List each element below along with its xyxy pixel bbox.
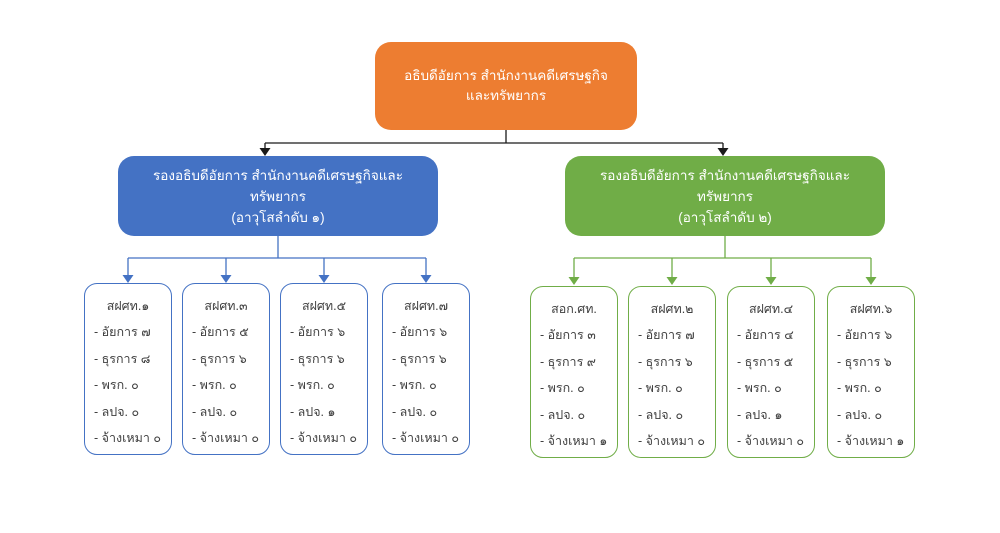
root-node: อธิบดีอัยการ สำนักงานคดีเศรษฐกิจและทรัพย… xyxy=(375,42,637,130)
staff-line: - จ้างเหมา ๐ xyxy=(392,431,459,445)
root-node-title: อธิบดีอัยการ สำนักงานคดีเศรษฐกิจและทรัพย… xyxy=(404,68,608,103)
child-node: สอก.ศท. - อัยการ ๓ - ธุรการ ๙ - พรก. ๐ -… xyxy=(530,286,618,458)
staff-line: - พรก. ๐ xyxy=(638,381,683,395)
staff-line: - ลปจ. ๐ xyxy=(638,407,684,422)
staff-line: - อัยการ ๖ xyxy=(837,328,893,342)
staff-line: - จ้างเหมา ๐ xyxy=(192,431,259,445)
branch-node-green: รองอธิบดีอัยการ สำนักงานคดีเศรษฐกิจและทร… xyxy=(565,156,885,236)
child-node: สฝศท.๖ - อัยการ ๖ - ธุรการ ๖ - พรก. ๐ - … xyxy=(827,286,915,458)
staff-line: - ธุรการ ๖ xyxy=(192,351,247,366)
child-node-title: สอก.ศท. xyxy=(551,302,597,316)
staff-line: - อัยการ ๖ xyxy=(392,325,448,339)
root-connector xyxy=(264,130,724,149)
staff-line: - พรก. ๐ xyxy=(392,378,437,392)
staff-line: - อัยการ ๗ xyxy=(94,325,151,339)
child-node: สฝศท.๕ - อัยการ ๖ - ธุรการ ๖ - พรก. ๐ - … xyxy=(280,283,368,455)
staff-line: - อัยการ ๔ xyxy=(737,328,794,342)
staff-line: - จ้างเหมา ๐ xyxy=(737,434,804,448)
staff-line: - ลปจ. ๐ xyxy=(94,404,140,419)
staff-line: - พรก. ๐ xyxy=(737,381,782,395)
branch-blue-title: รองอธิบดีอัยการ สำนักงานคดีเศรษฐกิจและทร… xyxy=(153,167,403,204)
staff-line: - ธุรการ ๖ xyxy=(837,354,892,369)
staff-line: - อัยการ ๓ xyxy=(540,328,596,342)
child-node: สฝศท.๒ - อัยการ ๗ - ธุรการ ๖ - พรก. ๐ - … xyxy=(628,286,716,458)
child-node-title: สฝศท.๑ xyxy=(106,299,150,313)
staff-line: - ธุรการ ๖ xyxy=(638,354,693,369)
staff-line: - พรก. ๐ xyxy=(837,381,882,395)
staff-line: - ลปจ. ๐ xyxy=(837,407,883,422)
staff-line: - จ้างเหมา ๑ xyxy=(540,434,608,448)
staff-line: - ลปจ. ๑ xyxy=(290,404,336,419)
branch-blue-subtitle: (อาวุโสลำดับ ๑) xyxy=(231,209,325,225)
branch-green-title: รองอธิบดีอัยการ สำนักงานคดีเศรษฐกิจและทร… xyxy=(600,167,850,204)
staff-line: - จ้างเหมา ๐ xyxy=(94,431,161,445)
staff-line: - ลปจ. ๐ xyxy=(540,407,586,422)
staff-line: - อัยการ ๕ xyxy=(192,325,249,339)
staff-line: - พรก. ๐ xyxy=(192,378,237,392)
staff-line: - ลปจ. ๐ xyxy=(192,404,238,419)
staff-line: - อัยการ ๗ xyxy=(638,328,695,342)
green-arrowheads xyxy=(568,277,877,285)
green-branch-connector xyxy=(573,236,872,278)
staff-line: - พรก. ๐ xyxy=(290,378,335,392)
child-node-title: สฝศท.๓ xyxy=(204,299,248,313)
staff-line: - ธุรการ ๖ xyxy=(392,351,447,366)
blue-arrowheads xyxy=(122,275,432,283)
child-node: สฝศท.๔ - อัยการ ๔ - ธุรการ ๕ - พรก. ๐ - … xyxy=(727,286,815,458)
staff-line: - ธุรการ ๙ xyxy=(540,354,596,369)
child-node-title: สฝศท.๖ xyxy=(849,302,893,316)
arrowhead-to-green-branch xyxy=(717,148,729,156)
branch-node-blue: รองอธิบดีอัยการ สำนักงานคดีเศรษฐกิจและทร… xyxy=(118,156,438,236)
child-node: สฝศท.๓ - อัยการ ๕ - ธุรการ ๖ - พรก. ๐ - … xyxy=(182,283,270,455)
staff-line: - พรก. ๐ xyxy=(540,381,585,395)
staff-line: - จ้างเหมา ๐ xyxy=(638,434,705,448)
branch-green-subtitle: (อาวุโสลำดับ ๒) xyxy=(678,209,772,225)
child-node-title: สฝศท.๗ xyxy=(403,299,448,313)
child-node: สฝศท.๑ - อัยการ ๗ - ธุรการ ๘ - พรก. ๐ - … xyxy=(84,283,172,455)
child-node: สฝศท.๗ - อัยการ ๖ - ธุรการ ๖ - พรก. ๐ - … xyxy=(382,283,470,455)
child-node-title: สฝศท.๒ xyxy=(650,302,694,316)
staff-line: - อัยการ ๖ xyxy=(290,325,346,339)
staff-line: - ลปจ. ๐ xyxy=(392,404,438,419)
staff-line: - พรก. ๐ xyxy=(94,378,139,392)
child-node-title: สฝศท.๔ xyxy=(748,302,794,316)
blue-branch-connector xyxy=(127,236,427,276)
staff-line: - จ้างเหมา ๑ xyxy=(837,434,905,448)
arrowhead-to-blue-branch xyxy=(259,148,271,156)
child-node-title: สฝศท.๕ xyxy=(301,299,347,313)
staff-line: - จ้างเหมา ๐ xyxy=(290,431,357,445)
staff-line: - ธุรการ ๕ xyxy=(737,354,794,369)
staff-line: - ธุรการ ๘ xyxy=(94,351,151,366)
staff-line: - ธุรการ ๖ xyxy=(290,351,345,366)
staff-line: - ลปจ. ๑ xyxy=(737,407,783,422)
